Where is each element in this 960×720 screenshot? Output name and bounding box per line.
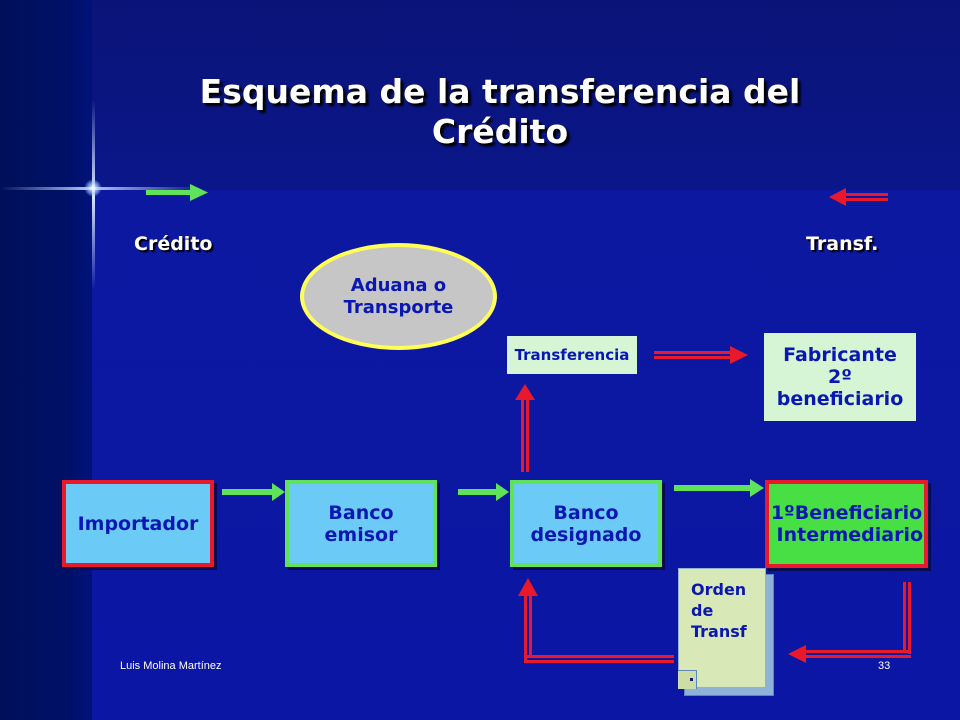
fabricante-line-1: Fabricante <box>783 344 897 366</box>
legend-credito-label: Crédito <box>134 233 213 255</box>
document-fold-corner <box>678 670 697 689</box>
slide-title: Esquema de la transferencia del Crédito <box>150 72 850 152</box>
arrow-banco-emisor-to-banco-designado <box>458 483 509 501</box>
arrow-banco-designado-to-transferencia <box>515 384 535 472</box>
primer-beneficiario-node: 1ºBeneficiario Intermediario <box>765 480 928 568</box>
orden-transf-document: Orden de Transf <box>678 568 766 688</box>
arrow-importador-to-banco-emisor <box>222 483 285 501</box>
document-fold-dot <box>690 678 693 681</box>
legend-transf-label: Transf. <box>806 233 879 255</box>
fabricante-node: Fabricante 2º beneficiario <box>764 333 916 421</box>
importador-label: Importador <box>77 512 199 535</box>
banco-emisor-node: Banco emisor <box>285 480 437 567</box>
legend-credito-arrow <box>146 184 208 201</box>
legend-transf-arrow <box>829 188 888 206</box>
page-number: 33 <box>878 660 891 672</box>
beneficiario-line-2: Intermediario <box>769 524 924 546</box>
arrow-beneficiario-to-orden <box>788 582 911 663</box>
orden-line-3: Transf <box>691 622 747 641</box>
left-band <box>0 0 92 720</box>
orden-line-2: de <box>691 601 714 620</box>
orden-line-1: Orden <box>691 580 747 599</box>
aduana-line-2: Transporte <box>343 296 454 318</box>
arrow-transferencia-to-fabricante <box>654 346 748 364</box>
transferencia-node: Transferencia <box>507 336 637 374</box>
banco-designado-line-2: designado <box>530 523 642 546</box>
banco-designado-node: Banco designado <box>510 480 662 567</box>
beneficiario-line-1: 1ºBeneficiario <box>770 502 923 524</box>
importador-node: Importador <box>62 480 214 567</box>
fabricante-line-2: 2º beneficiario <box>776 366 904 410</box>
footer-author: Luis Molina Martínez <box>120 660 222 672</box>
transferencia-label: Transferencia <box>514 346 630 364</box>
title-line-2: Crédito <box>431 112 569 151</box>
aduana-line-1: Aduana o <box>350 274 447 296</box>
aduana-transporte-node: Aduana o Transporte <box>300 243 497 350</box>
arrow-orden-to-banco-designado <box>518 578 674 663</box>
arrow-banco-designado-to-beneficiario <box>674 479 764 497</box>
banco-designado-line-1: Banco <box>553 501 619 524</box>
title-band <box>92 0 960 190</box>
banco-emisor-label: Banco emisor <box>324 501 398 546</box>
title-line-1: Esquema de la transferencia del <box>199 72 801 111</box>
light-flare-center <box>84 179 102 197</box>
